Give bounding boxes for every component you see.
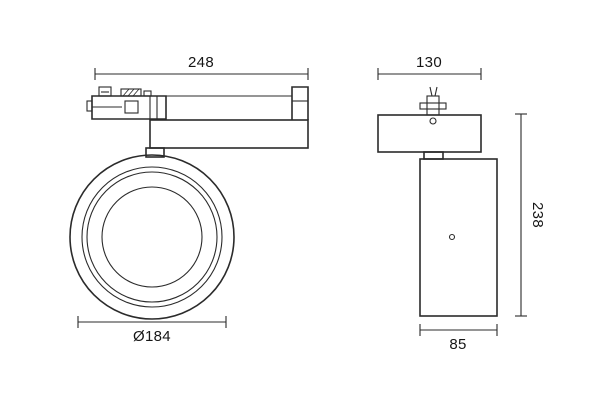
side-width-dimension: 248 — [94, 54, 309, 80]
arm-body — [149, 119, 309, 149]
track-adapter — [86, 86, 167, 120]
front-housing — [377, 114, 498, 317]
front-height-label: 238 — [529, 202, 546, 228]
connector-stem — [426, 95, 440, 116]
adapter-body-window — [124, 100, 139, 114]
head-bezel-outer — [81, 166, 223, 308]
connector-pin — [434, 86, 438, 97]
front-width-label: 130 — [416, 54, 442, 71]
front-height-dimension: 238 — [515, 113, 546, 317]
spotlight-head — [69, 154, 235, 320]
cylinder-body — [419, 158, 498, 317]
front-width-dimension: 130 — [377, 54, 482, 80]
track-connector — [419, 86, 447, 125]
front-body-width-label: 85 — [449, 336, 466, 353]
body-screw-dot — [448, 233, 456, 241]
hatch-line — [132, 88, 140, 97]
side-view: 248 — [69, 54, 309, 345]
hatch-line — [122, 88, 130, 97]
side-width-label: 248 — [188, 54, 214, 71]
adapter-body — [91, 95, 167, 120]
arm-housing — [145, 86, 309, 158]
connector-flange — [419, 102, 447, 110]
hatch-line — [127, 88, 135, 97]
head-neck — [145, 147, 165, 158]
front-view: 130 238 — [377, 54, 546, 353]
head-outer-rim — [69, 154, 235, 320]
head-lens — [101, 186, 203, 288]
front-body-width-dimension: 85 — [419, 324, 498, 353]
head-bezel-inner — [86, 171, 218, 303]
head-diameter-label: Ø184 — [133, 328, 171, 345]
rear-hook — [291, 86, 309, 120]
front-neck — [423, 151, 444, 160]
connector-pin — [429, 86, 433, 97]
head-diameter-dimension: Ø184 — [77, 316, 227, 345]
connector-screw — [429, 117, 437, 125]
